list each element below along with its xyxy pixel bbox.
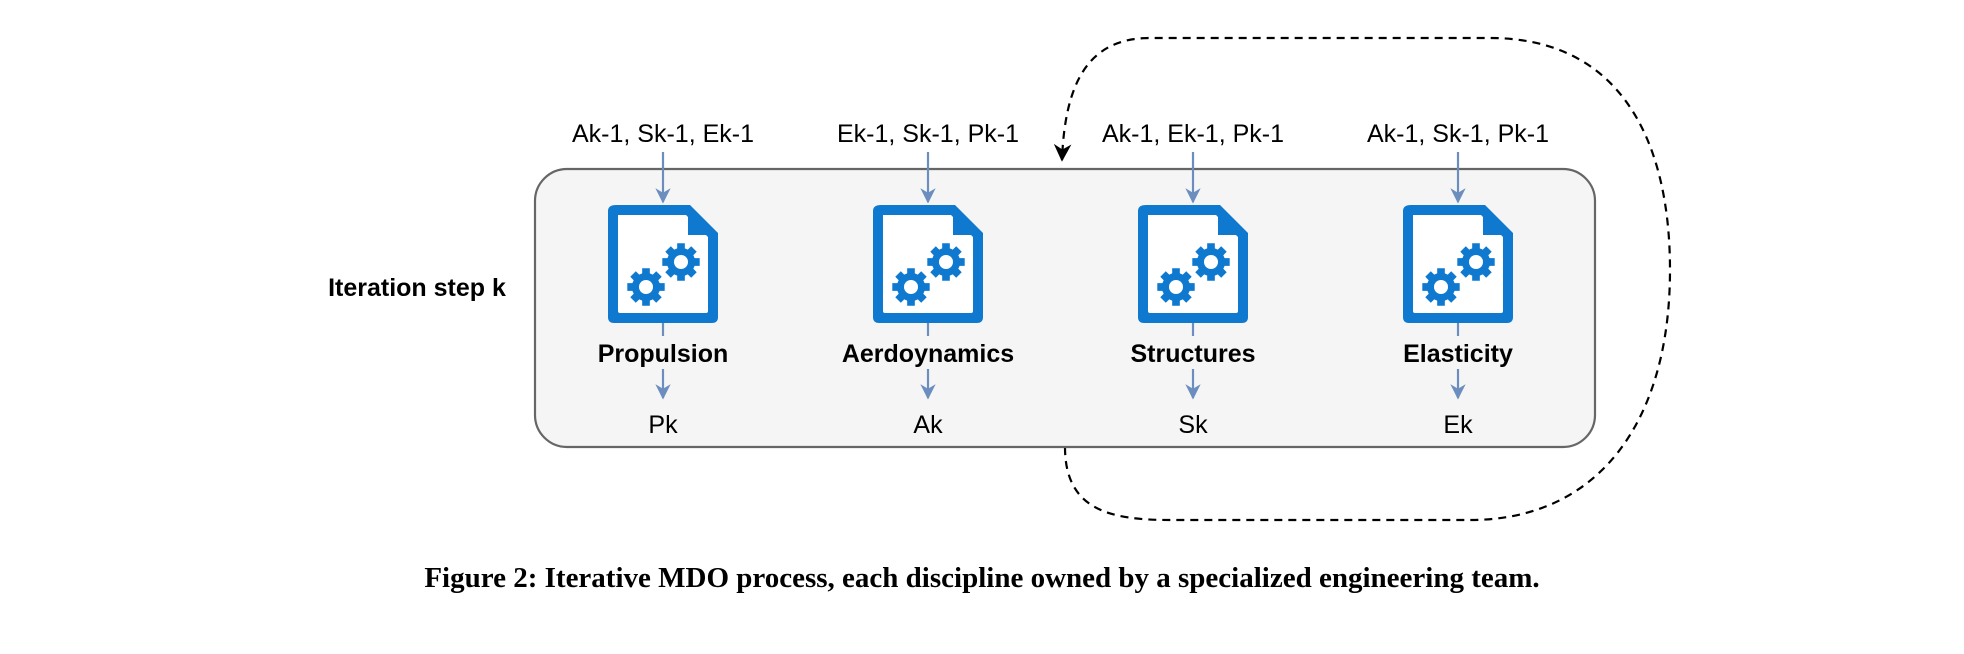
discipline-name: Elasticity [1403, 340, 1513, 368]
discipline-inputs: Ek-1, Sk-1, Pk-1 [837, 120, 1019, 148]
iteration-box [533, 167, 1597, 449]
document-gears-icon [608, 205, 718, 323]
document-gears-icon [873, 205, 983, 323]
discipline-inputs: Ak-1, Sk-1, Ek-1 [572, 120, 754, 148]
discipline-output: Sk [1178, 411, 1208, 439]
discipline-output: Ek [1443, 411, 1473, 439]
discipline-inputs: Ak-1, Sk-1, Pk-1 [1367, 120, 1549, 148]
discipline-output: Ak [913, 411, 943, 439]
document-gears-icon [1403, 205, 1513, 323]
discipline-output: Pk [648, 411, 678, 439]
document-gears-icon [1138, 205, 1248, 323]
discipline-name: Structures [1130, 340, 1255, 368]
iteration-label: Iteration step k [328, 274, 506, 302]
feedback-loop [1053, 36, 1672, 522]
figure-caption: Figure 2: Iterative MDO process, each di… [424, 562, 1540, 594]
discipline-inputs: Ak-1, Ek-1, Pk-1 [1102, 120, 1284, 148]
mdo-diagram: Iteration step k Ak-1, Sk-1, Ek-1Propuls… [328, 36, 1672, 522]
discipline-name: Aerdoynamics [842, 340, 1014, 368]
discipline-name: Propulsion [598, 340, 729, 368]
